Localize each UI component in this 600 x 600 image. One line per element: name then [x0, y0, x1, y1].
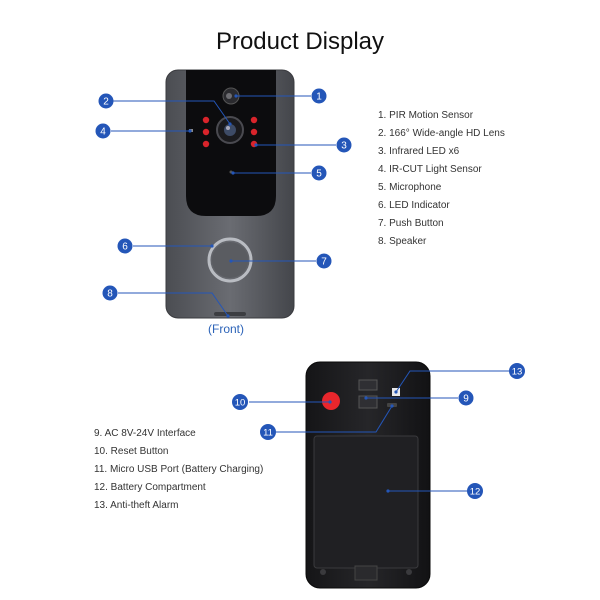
- svg-text:3: 3: [341, 141, 347, 152]
- svg-text:12: 12: [470, 487, 481, 498]
- page-title: Product Display: [215, 28, 385, 55]
- callout-5: 5: [311, 165, 327, 181]
- svg-text:4: 4: [100, 127, 106, 138]
- callout-4: 4: [95, 123, 111, 139]
- svg-text:13: 13: [512, 367, 523, 378]
- callout-12: 12: [467, 483, 483, 499]
- svg-text:10: 10: [235, 398, 246, 409]
- list-item: 9. AC 8V-24V Interface: [94, 428, 196, 439]
- list-item: 4. IR-CUT Light Sensor: [378, 164, 482, 175]
- callout-13: 13: [509, 363, 525, 379]
- speaker-grille: [214, 312, 246, 316]
- callout-9: 9: [458, 390, 474, 406]
- callout-6: 6: [117, 238, 133, 254]
- callout-1: 1: [311, 88, 327, 104]
- battery-compartment: [313, 435, 419, 569]
- callout-3: 3: [336, 137, 352, 153]
- front-features-list: 1. PIR Motion Sensor 2. 166° Wide-angle …: [378, 107, 505, 251]
- list-item: 7. Push Button: [378, 218, 444, 229]
- leader-endpoints: [188, 94, 398, 493]
- callout-7: 7: [316, 253, 332, 269]
- back-features-list: 9. AC 8V-24V Interface 10. Reset Button …: [94, 425, 263, 515]
- svg-text:1: 1: [316, 92, 322, 103]
- svg-text:11: 11: [263, 428, 273, 439]
- leader-lines: [111, 95, 509, 492]
- front-view-label: (Front): [208, 322, 244, 336]
- list-item: 12. Battery Compartment: [94, 482, 206, 493]
- svg-text:8: 8: [107, 289, 113, 300]
- callout-10: 10: [232, 394, 248, 410]
- callout-11: 11: [260, 424, 276, 440]
- svg-text:9: 9: [463, 394, 469, 405]
- svg-text:2: 2: [103, 97, 109, 108]
- svg-text:6: 6: [122, 242, 128, 253]
- doorbell-back: [305, 361, 431, 589]
- list-item: 1. PIR Motion Sensor: [378, 110, 474, 121]
- callout-8: 8: [102, 285, 118, 301]
- list-item: 10. Reset Button: [94, 446, 169, 457]
- list-item: 2. 166° Wide-angle HD Lens: [378, 128, 505, 139]
- list-item: 6. LED Indicator: [378, 200, 450, 211]
- push-button-ring: [207, 237, 253, 283]
- list-item: 5. Microphone: [378, 182, 442, 193]
- list-item: 11. Micro USB Port (Battery Charging): [94, 464, 264, 475]
- callout-2: 2: [98, 93, 114, 109]
- ac-terminal: [358, 395, 378, 409]
- svg-text:5: 5: [316, 169, 322, 180]
- list-item: 3. Infrared LED x6: [378, 146, 460, 157]
- list-item: 13. Anti-theft Alarm: [94, 500, 179, 511]
- infrared-led-group: [202, 116, 258, 148]
- list-item: 8. Speaker: [378, 236, 427, 247]
- svg-text:7: 7: [321, 257, 327, 268]
- doorbell-front: [165, 69, 295, 319]
